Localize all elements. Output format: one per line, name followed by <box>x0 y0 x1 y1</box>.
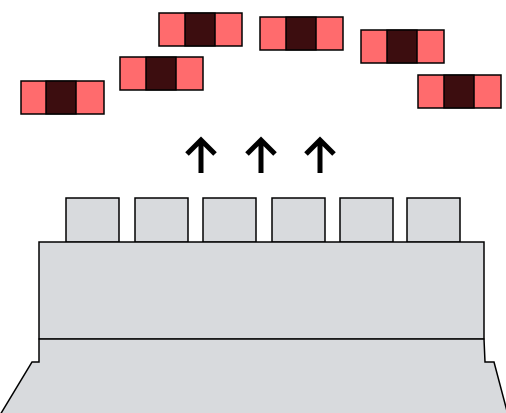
part-4 <box>259 16 344 51</box>
up-arrow-icon <box>185 136 217 173</box>
part-4-core <box>285 16 317 51</box>
pin <box>134 197 189 243</box>
part-6 <box>417 74 502 109</box>
part-6-core <box>443 74 475 109</box>
machine-upper-body <box>38 241 485 340</box>
arrows-group <box>185 136 336 173</box>
up-arrow-icon <box>245 136 277 173</box>
part-3-core <box>184 12 216 47</box>
machine-pins <box>65 197 461 243</box>
parts-group <box>20 12 502 115</box>
part-3 <box>158 12 243 47</box>
pin <box>271 197 326 243</box>
up-arrow-icon <box>304 136 336 173</box>
part-5 <box>360 29 445 64</box>
part-2 <box>119 56 204 91</box>
part-1-core <box>45 80 77 115</box>
machine-lower-body <box>0 338 506 413</box>
part-2-core <box>145 56 177 91</box>
machine <box>0 197 506 413</box>
pin <box>339 197 394 243</box>
pin <box>202 197 257 243</box>
part-5-core <box>386 29 418 64</box>
part-1 <box>20 80 105 115</box>
pin <box>65 197 120 243</box>
pin <box>406 197 461 243</box>
